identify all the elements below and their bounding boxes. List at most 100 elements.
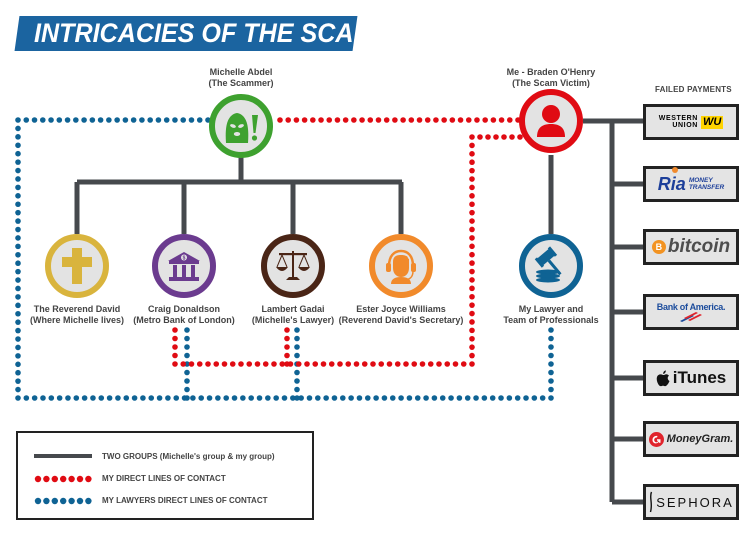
dot: [15, 150, 21, 157]
dot: [15, 319, 21, 325]
dot: [265, 395, 271, 401]
dot: [469, 302, 475, 308]
dot: [548, 386, 554, 393]
dot: [56, 117, 63, 123]
dot: [469, 285, 475, 292]
bank-icon: $: [168, 252, 200, 281]
dot: [304, 361, 310, 367]
dot: [469, 361, 475, 367]
dot: [548, 327, 554, 333]
dot: [223, 395, 230, 401]
secretary-role: (Reverend David's Secretary): [338, 315, 464, 325]
victim-name: Me - Braden O'Henry: [506, 67, 596, 77]
michelle-lawyer-node[interactable]: [261, 234, 325, 298]
dot: [294, 335, 300, 342]
dot: [231, 395, 238, 401]
dot: [48, 117, 54, 123]
dot: [523, 395, 529, 401]
payment-sephora[interactable]: SEPHORA: [643, 484, 739, 520]
dot: [456, 395, 463, 401]
dot: [449, 117, 456, 123]
scammer-role: (The Scammer): [208, 78, 274, 88]
my-lawyer-node[interactable]: [519, 234, 583, 298]
dot: [436, 361, 442, 367]
headset-icon: [386, 249, 416, 284]
michelle-lawyer-label: Lambert Gadai (Michelle's Lawyer): [203, 304, 383, 326]
reverend-node[interactable]: [45, 234, 109, 298]
dot: [15, 117, 21, 123]
dot: [156, 395, 163, 401]
dot: [398, 395, 404, 401]
scammer-node[interactable]: [209, 94, 273, 158]
payment-bank-of-america[interactable]: Bank of America.: [643, 294, 739, 330]
dot: [489, 395, 496, 401]
dot: [165, 395, 171, 401]
dot: [196, 117, 203, 123]
dot: [293, 117, 300, 123]
dot: [294, 386, 300, 393]
dot: [411, 361, 418, 367]
ria-logo: Ria MONEY TRANSFER: [657, 166, 724, 195]
bank-node[interactable]: $: [152, 234, 216, 298]
my-lawyer-name: My Lawyer and: [518, 304, 584, 314]
dot: [416, 117, 423, 123]
dot: [373, 395, 379, 401]
dot: [172, 361, 178, 367]
victim-node[interactable]: [519, 89, 583, 153]
payment-bitcoin[interactable]: B bitcoin: [643, 229, 739, 265]
dot: [23, 117, 30, 123]
dot: [378, 361, 385, 367]
dot: [198, 395, 205, 401]
dot: [294, 378, 300, 384]
dot: [172, 327, 178, 333]
dot: [184, 395, 190, 401]
dot: [469, 142, 475, 149]
dot: [90, 395, 96, 401]
dot: [469, 193, 475, 199]
dot: [184, 352, 190, 359]
dot: [285, 117, 292, 123]
dot: [15, 361, 21, 368]
legend-dot: [60, 475, 67, 483]
dot: [15, 184, 21, 191]
scammer-label: Michelle Abdel (The Scammer): [151, 67, 331, 89]
secretary-node[interactable]: [369, 234, 433, 298]
dot: [15, 302, 21, 309]
dot: [273, 395, 279, 401]
dot: [64, 117, 71, 123]
dot: [31, 117, 38, 123]
legend-item-direct: MY DIRECT LINES OF CONTACT: [34, 472, 226, 484]
payment-itunes[interactable]: iTunes: [643, 360, 739, 396]
dot: [364, 395, 371, 401]
dot: [348, 395, 354, 401]
dot: [290, 395, 296, 401]
wu-line2: UNION: [672, 122, 698, 129]
ria-brand: Ria: [657, 173, 686, 194]
payment-ria[interactable]: Ria MONEY TRANSFER: [643, 166, 739, 202]
dot: [73, 117, 79, 123]
dot: [15, 369, 21, 376]
payment-moneygram[interactable]: MoneyGram.: [643, 421, 739, 457]
legend-dot: [85, 497, 92, 505]
dot: [148, 395, 155, 401]
payment-western-union[interactable]: WESTERN UNION WU: [643, 104, 739, 140]
dot: [172, 117, 178, 123]
dot: [394, 361, 401, 367]
dot: [15, 260, 21, 267]
dot: [221, 361, 228, 367]
dot: [184, 386, 190, 393]
dot: [448, 395, 454, 401]
dot: [392, 117, 398, 123]
svg-text:$: $: [183, 256, 186, 262]
boa-flag-icon: [680, 312, 702, 322]
dot: [15, 218, 21, 224]
bank-contact-role: (Metro Bank of London): [133, 315, 235, 325]
dot: [469, 184, 475, 191]
reverend-role: (Where Michelle lives): [29, 315, 125, 325]
dot: [65, 395, 71, 401]
dot: [318, 117, 324, 123]
dot: [15, 125, 21, 132]
dot: [469, 201, 475, 208]
dot: [469, 352, 475, 359]
dot: [173, 395, 180, 401]
